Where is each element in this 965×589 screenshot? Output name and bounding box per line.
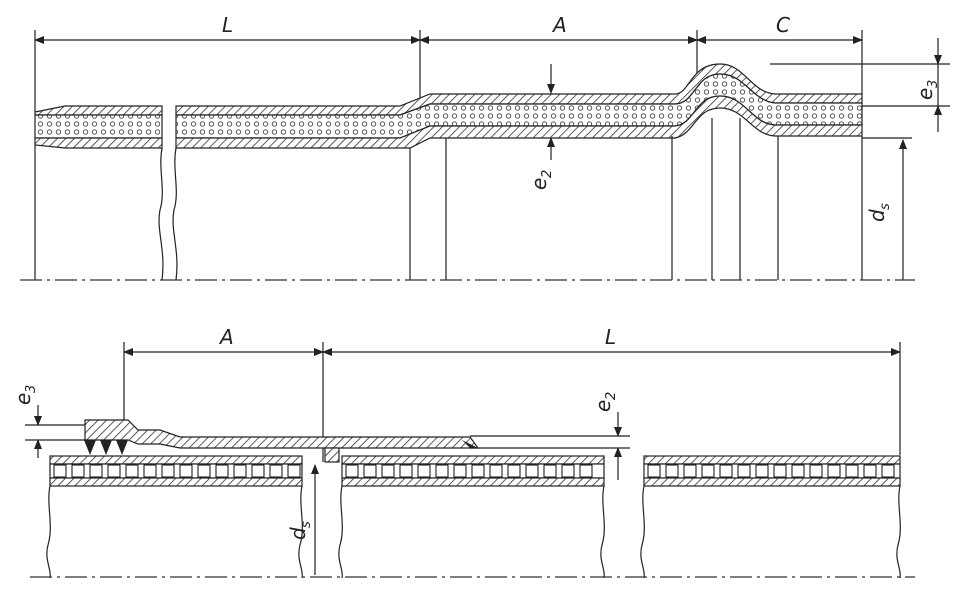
svg-text:e: e	[11, 393, 35, 405]
top-label-e2: e 2	[527, 170, 555, 190]
top-label-L: L	[222, 13, 233, 37]
corrugation-cell	[399, 464, 413, 478]
corrugation-cell	[287, 464, 301, 478]
corrugation-cell	[507, 464, 521, 478]
corrugation-cell	[701, 464, 715, 478]
bottom-label-A: A	[218, 325, 234, 349]
corrugation-cell	[489, 464, 503, 478]
corrugation-cell	[525, 464, 539, 478]
bottom-socket	[84, 419, 480, 463]
bottom-dimension-lines	[34, 348, 901, 575]
svg-text:2: 2	[540, 170, 555, 178]
corrugation-cell	[125, 464, 139, 478]
corrugation-cell	[435, 464, 449, 478]
corrugation-cell	[251, 464, 265, 478]
top-label-A: A	[551, 13, 567, 37]
corrugation-cell	[755, 464, 769, 478]
corrugation-cell	[543, 464, 557, 478]
corrugation-cell	[791, 464, 805, 478]
corrugation-cell	[683, 464, 697, 478]
corrugation-cell	[89, 464, 103, 478]
top-label-e3: e 3	[913, 80, 941, 100]
top-vertical-lines	[34, 118, 863, 281]
svg-text:e: e	[913, 88, 937, 100]
top-label-ds: d s	[865, 203, 893, 222]
svg-text:e: e	[527, 178, 551, 190]
bottom-label-e2: e 2	[591, 392, 619, 412]
top-pipe-wall	[34, 63, 863, 149]
corrugation-cell	[53, 464, 67, 478]
corrugation-cell	[363, 464, 377, 478]
svg-text:e: e	[591, 400, 615, 412]
svg-text:3: 3	[926, 80, 941, 88]
corrugation-cell	[345, 464, 359, 478]
svg-text:s: s	[299, 521, 314, 528]
corrugation-cell	[233, 464, 247, 478]
corrugation-cell	[579, 464, 593, 478]
svg-text:s: s	[878, 203, 893, 210]
corrugation-cell	[71, 464, 85, 478]
corrugation-cell	[863, 464, 877, 478]
corrugation-cell	[719, 464, 733, 478]
corrugation-cell	[161, 464, 175, 478]
corrugation-cell	[809, 464, 823, 478]
svg-text:d: d	[865, 209, 889, 222]
corrugation-cell	[215, 464, 229, 478]
svg-text:2: 2	[604, 392, 619, 400]
corrugation-cell	[453, 464, 467, 478]
corrugation-cell	[107, 464, 121, 478]
corrugation-cell	[827, 464, 841, 478]
top-dimension-lines	[34, 36, 942, 280]
svg-text:d: d	[286, 527, 310, 540]
corrugation-cell	[647, 464, 661, 478]
corrugation-cell	[269, 464, 283, 478]
corrugation-cell	[381, 464, 395, 478]
top-label-C: C	[776, 13, 790, 37]
svg-text:3: 3	[24, 385, 39, 393]
corrugation-cell	[845, 464, 859, 478]
top-figure: L A C e 3 e 2 d s	[20, 13, 950, 281]
corrugation-cell	[665, 464, 679, 478]
corrugation-cell	[737, 464, 751, 478]
corrugation-cell	[143, 464, 157, 478]
corrugation-cell	[561, 464, 575, 478]
corrugation-cell	[197, 464, 211, 478]
bottom-break-lines	[46, 485, 901, 579]
bottom-label-e3: e 3	[11, 385, 39, 405]
bottom-figure: A L e 3 e 2 d s	[11, 325, 915, 579]
corrugation-cell	[179, 464, 193, 478]
corrugation-cells	[53, 464, 895, 478]
corrugation-cell	[881, 464, 895, 478]
corrugation-cell	[417, 464, 431, 478]
corrugation-cell	[773, 464, 787, 478]
bottom-label-ds: d s	[286, 521, 314, 540]
bottom-label-L: L	[605, 325, 616, 349]
corrugation-cell	[471, 464, 485, 478]
